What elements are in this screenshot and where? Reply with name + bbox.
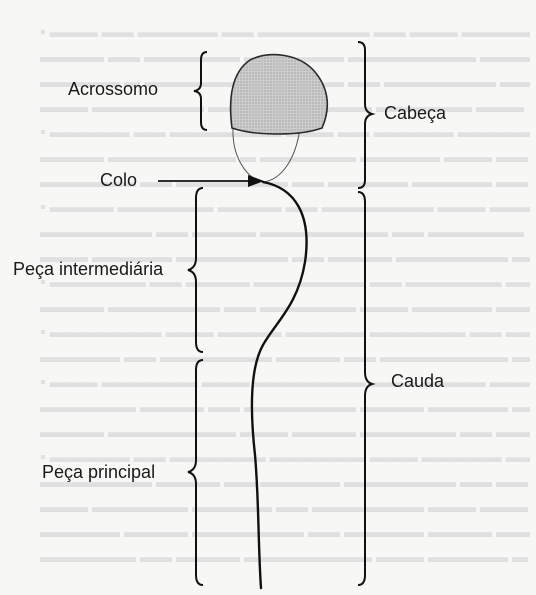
flagellum-tail	[252, 182, 307, 588]
brace-cauda	[358, 192, 372, 585]
brace-peca-principal	[188, 360, 203, 585]
label-cauda: Cauda	[391, 371, 444, 392]
label-cabeca: Cabeça	[384, 103, 446, 124]
brace-peca-intermediaria	[188, 188, 203, 352]
label-peca-principal: Peça principal	[42, 462, 155, 483]
brace-acrossomo	[194, 52, 207, 130]
colo-arrow-head	[248, 175, 264, 187]
brace-cabeca	[358, 42, 372, 188]
acrosome-cap	[231, 55, 328, 134]
label-colo: Colo	[100, 170, 137, 191]
label-acrossomo: Acrossomo	[68, 79, 158, 100]
head-lower-outline	[233, 128, 300, 182]
label-peca-intermediaria: Peça intermediária	[13, 259, 163, 280]
